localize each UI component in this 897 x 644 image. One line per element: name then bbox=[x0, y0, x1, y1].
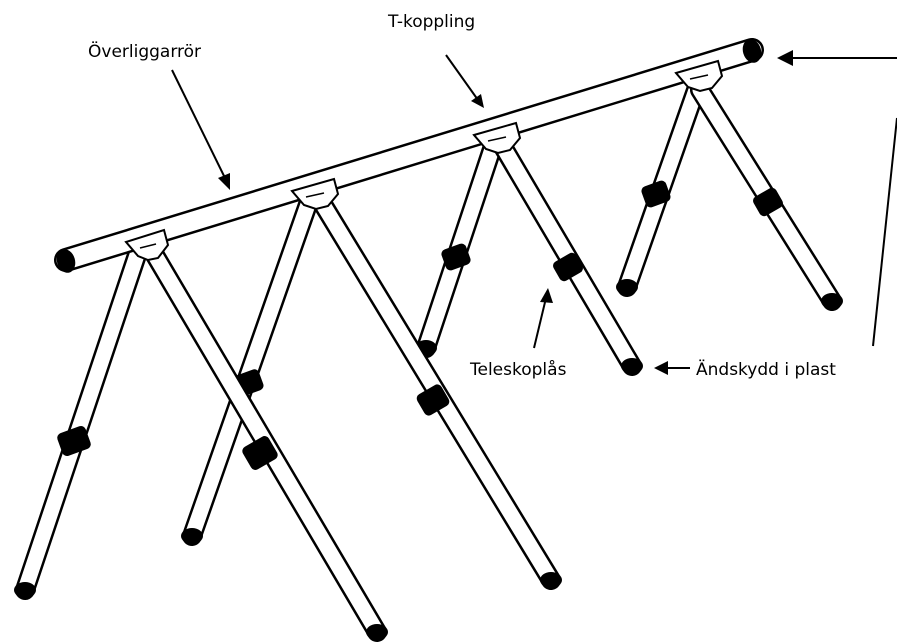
top-rail bbox=[54, 38, 764, 273]
telescopic-lock bbox=[641, 180, 671, 208]
leg-frame-2 bbox=[181, 183, 562, 590]
telescopic-lock bbox=[416, 384, 450, 416]
label-top-rail: Överliggarrör bbox=[88, 40, 201, 62]
telescopic-lock bbox=[242, 436, 278, 470]
end-cap bbox=[14, 582, 36, 598]
end-cap bbox=[616, 279, 638, 295]
telescopic-lock bbox=[553, 252, 583, 282]
callout-arrows bbox=[171, 50, 897, 375]
t-couplings bbox=[124, 59, 724, 262]
end-cap bbox=[540, 572, 562, 588]
legs bbox=[14, 80, 843, 642]
label-end-cap: Ändskydd i plast bbox=[696, 359, 836, 380]
label-t-coupling: T-koppling bbox=[387, 12, 475, 32]
labels: Överliggarrör T-koppling Teleskoplås Änd… bbox=[88, 12, 836, 380]
t-coupling bbox=[472, 121, 522, 155]
end-cap bbox=[366, 624, 388, 640]
end-cap bbox=[621, 358, 643, 374]
telescopic-lock bbox=[753, 187, 783, 217]
t-coupling bbox=[124, 228, 170, 262]
telescopic-lock bbox=[441, 243, 471, 271]
end-cap bbox=[821, 293, 843, 309]
t-coupling bbox=[674, 59, 724, 93]
end-cap bbox=[181, 528, 203, 544]
end-cap bbox=[742, 39, 762, 63]
label-telescopic-lock: Teleskoplås bbox=[469, 359, 567, 380]
leg-frame-1 bbox=[14, 230, 388, 642]
leg-frame-3 bbox=[415, 130, 643, 376]
leg-frame-4 bbox=[616, 80, 843, 311]
t-coupling bbox=[290, 177, 340, 211]
end-cap bbox=[56, 249, 76, 273]
telescopic-lock bbox=[57, 426, 91, 456]
